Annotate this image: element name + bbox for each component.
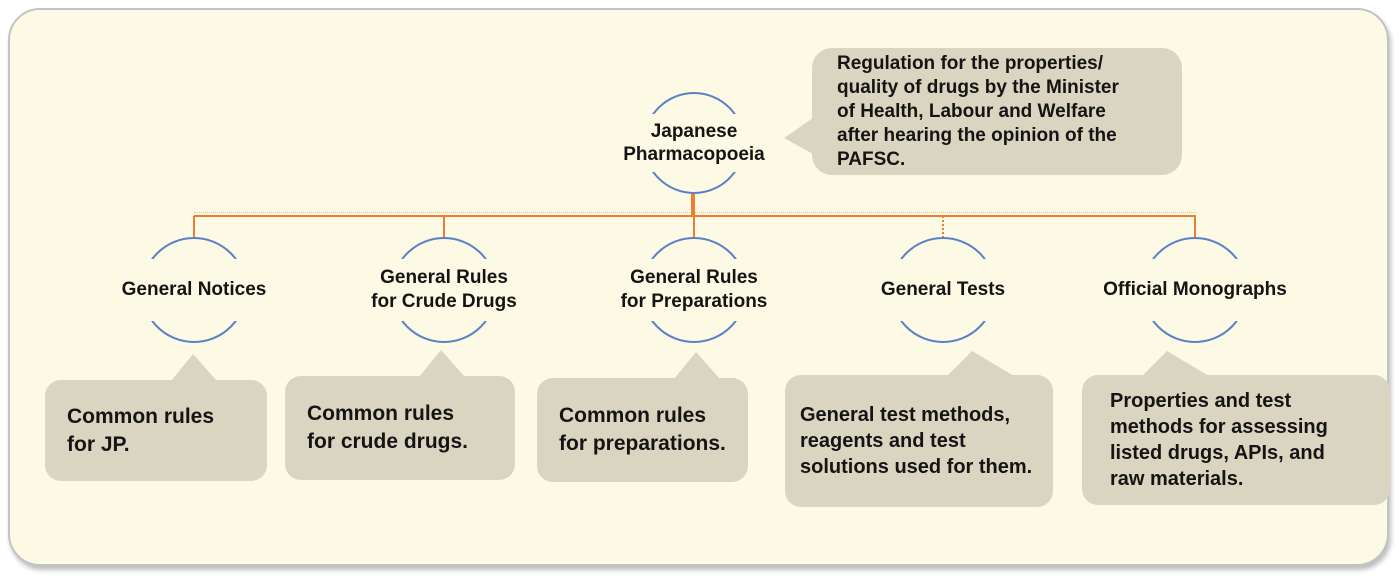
connector-drop-general-tests-dotted <box>942 216 944 238</box>
connector-drop-general-notices <box>193 216 195 237</box>
connector-drop-official-monographs <box>1194 216 1196 237</box>
connector-drop-preparations <box>693 216 695 237</box>
root-node-label: Japanese Pharmacopoeia <box>623 121 765 165</box>
node-circle-crude-drugs <box>388 237 500 343</box>
node-label-crude-drugs: General Rules for Crude Drugs <box>371 267 517 312</box>
callout-root-note-text: Regulation for the properties/ quality o… <box>837 52 1119 170</box>
callout-general-notices-text: Common rules for JP. <box>67 404 215 456</box>
node-label-official-monographs: Official Monographs <box>1103 279 1287 300</box>
callout-root-note: Regulation for the properties/ quality o… <box>784 48 1182 175</box>
connector-dotted-overlay-line <box>194 212 1196 213</box>
callout-tail-up <box>1142 351 1209 376</box>
node-label-preparations: General Rules for Preparations <box>620 267 768 312</box>
node-label-general-tests: General Tests <box>880 279 1006 300</box>
callout-crude-drugs-text: Common rules for crude drugs. <box>307 402 469 453</box>
diagram-panel: Japanese Pharmacopoeia General Notices G… <box>8 8 1390 566</box>
callout-general-tests-text: General test methods, reagents and test … <box>800 404 1033 478</box>
callout-crude-drugs: Common rules for crude drugs. <box>285 350 515 480</box>
callout-preparations-text: Common rules for preparations. <box>559 404 726 455</box>
node-circle-general-notices <box>138 237 250 343</box>
callout-tail-up <box>171 354 217 381</box>
root-node-circle <box>640 92 748 194</box>
callout-tail-up <box>419 350 465 377</box>
connector-drop-crude-drugs <box>443 216 445 237</box>
node-circle-official-monographs <box>1139 237 1251 343</box>
node-circle-general-tests <box>887 237 999 343</box>
callout-tail-up <box>947 351 1014 376</box>
callout-tail-up <box>674 352 720 379</box>
node-label-general-notices: General Notices <box>121 279 267 300</box>
connector-root-stub <box>691 194 695 216</box>
callout-preparations: Common rules for preparations. <box>537 352 748 482</box>
node-circle-preparations <box>638 237 750 343</box>
callout-tail-left <box>784 118 813 154</box>
callout-official-monographs-text: Properties and test methods for assessin… <box>1110 390 1328 490</box>
callout-official-monographs: Properties and test methods for assessin… <box>1082 351 1390 505</box>
callout-general-notices: Common rules for JP. <box>45 354 267 481</box>
connector-horizontal-line <box>194 215 1196 217</box>
callout-general-tests: General test methods, reagents and test … <box>785 351 1053 507</box>
